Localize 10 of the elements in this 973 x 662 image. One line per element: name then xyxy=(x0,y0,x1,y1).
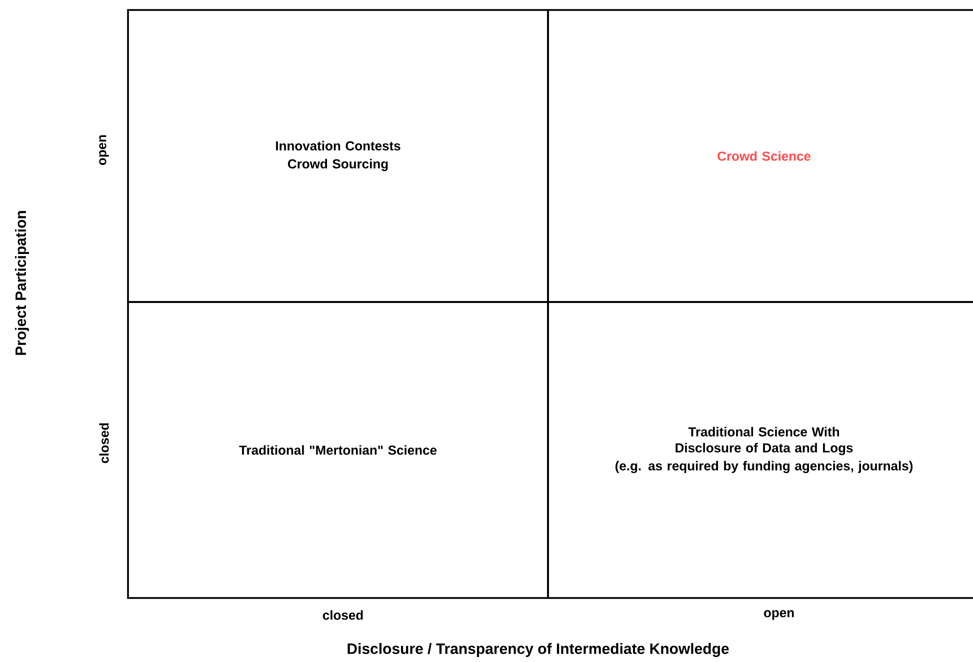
axis-tick-label: closed xyxy=(322,610,363,620)
axis-tick-label: open xyxy=(764,610,794,620)
axis-tick-label: closed xyxy=(99,423,109,464)
axis-title: Disclosure / Transparency of Intermediate Knowledge xyxy=(348,642,729,658)
quadrant-box: Traditional "Mertonian" Science xyxy=(127,301,549,599)
quadrant-box: Traditional Science With Disclosure of Data and Logs (e.g. as required by funding agencies, journals) xyxy=(547,301,973,599)
quadrant-box: Innovation Contests Crowd Sourcing xyxy=(127,9,549,303)
axis-title: Project Participation xyxy=(15,211,29,355)
quadrant-box: Crowd Science xyxy=(547,9,973,303)
axis-tick-label: open xyxy=(99,135,109,166)
